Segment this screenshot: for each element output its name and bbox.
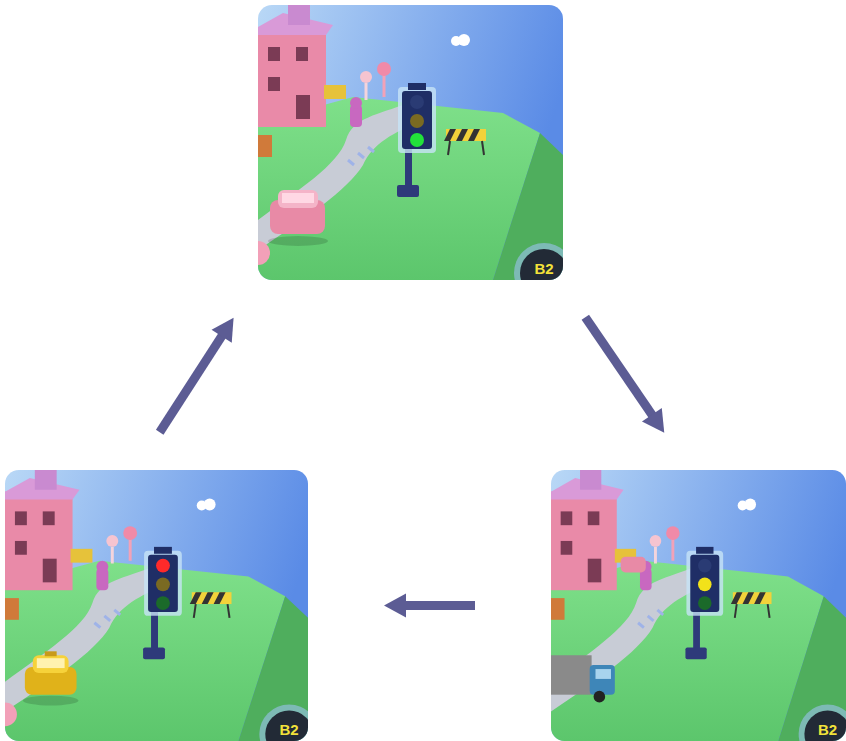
arrow-head: [384, 594, 406, 618]
screenshot-panel: B2: [258, 5, 563, 280]
game-screenshot: [5, 470, 308, 741]
flow-arrow: [384, 594, 475, 618]
game-screenshot: [551, 470, 846, 741]
arrow-head: [212, 318, 234, 343]
arrow-shaft: [585, 317, 653, 416]
flow-arrow: [585, 317, 664, 433]
arrow-shaft: [160, 335, 223, 433]
game-screenshot: [258, 5, 563, 280]
arrow-head: [642, 408, 664, 433]
badge-label: B2: [280, 722, 299, 737]
arrow-shaft: [404, 601, 475, 610]
flow-arrow: [160, 318, 234, 432]
screenshot-panel: B2: [551, 470, 846, 741]
badge-label: B2: [818, 722, 837, 737]
screenshot-panel: B2: [5, 470, 308, 741]
badge-label: B2: [534, 261, 553, 276]
